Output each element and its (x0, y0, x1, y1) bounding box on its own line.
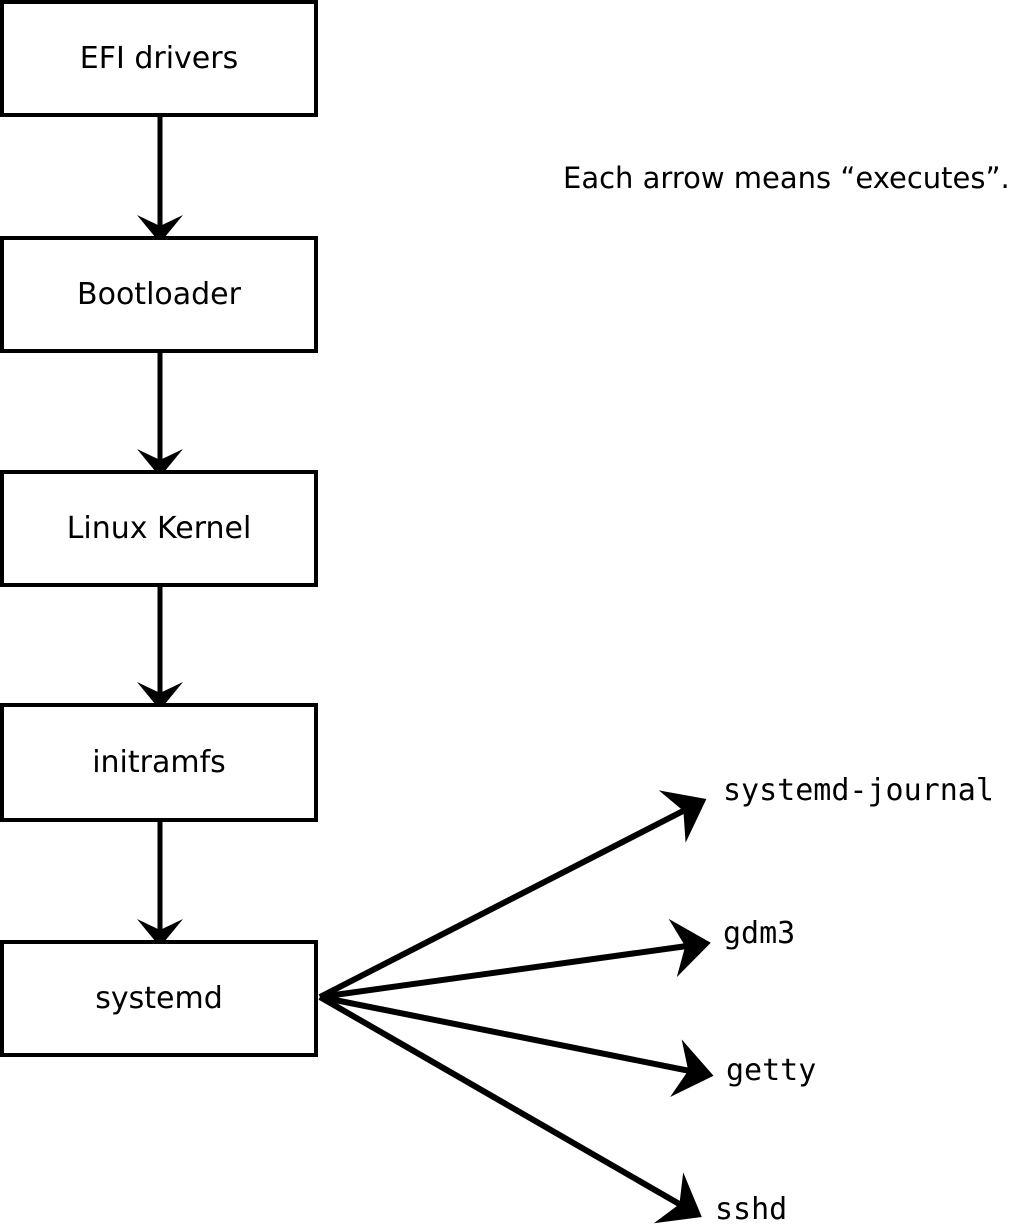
service-label-sshd: sshd (715, 1192, 788, 1227)
stage-box-systemd: systemd (0, 940, 318, 1057)
stage-label-bootloader: Bootloader (77, 276, 241, 312)
stage-label-initramfs: initramfs (92, 744, 226, 780)
stage-box-efi-drivers: EFI drivers (0, 0, 318, 117)
stage-label-linux-kernel: Linux Kernel (66, 510, 252, 546)
stage-label-efi-drivers: EFI drivers (79, 40, 239, 76)
stage-label-systemd: systemd (95, 980, 223, 1016)
legend-note: Each arrow means “executes”. (563, 161, 1010, 195)
service-label-getty: getty (726, 1053, 817, 1088)
stage-box-initramfs: initramfs (0, 703, 318, 822)
service-label-systemd-journal: systemd-journal (723, 773, 994, 808)
stage-box-linux-kernel: Linux Kernel (0, 470, 318, 587)
arrow-systemd-to-getty (319, 994, 714, 1098)
arrow-systemd-to-sshd (318, 994, 702, 1224)
stage-box-bootloader: Bootloader (0, 236, 318, 353)
fanout-arrow-group (318, 790, 714, 1224)
arrow-systemd-to-systemd-journal (318, 790, 707, 1000)
service-label-gdm3: gdm3 (723, 916, 796, 951)
arrow-systemd-to-gdm3 (319, 918, 711, 1000)
